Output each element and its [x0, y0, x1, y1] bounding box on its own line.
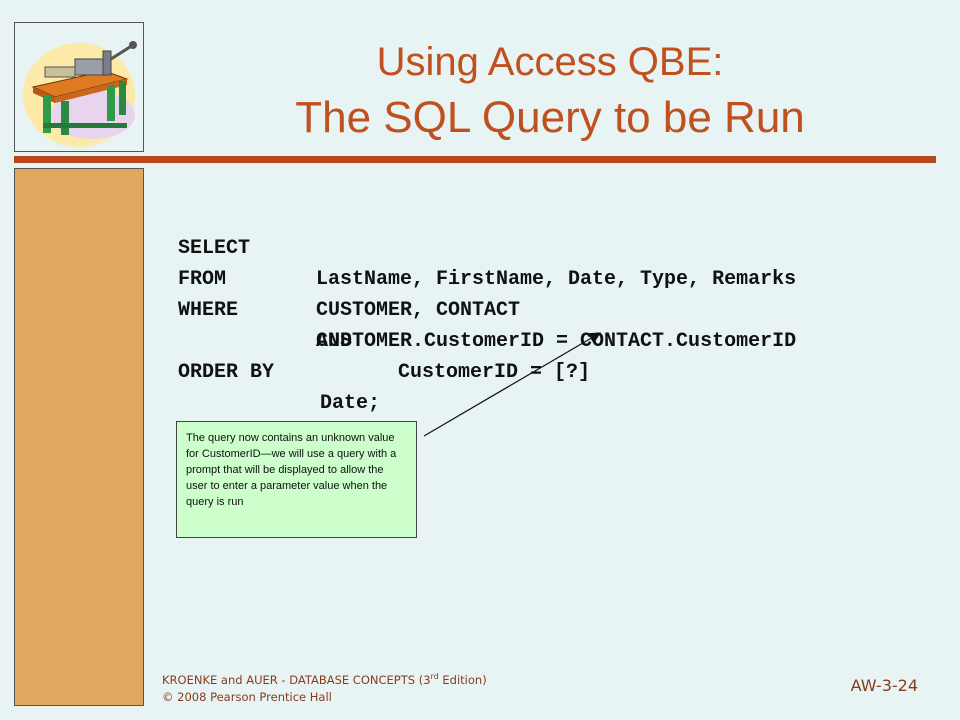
footer-citation: KROENKE and AUER - DATABASE CONCEPTS (3r…: [162, 668, 487, 706]
footer-line2: © 2008 Pearson Prentice Hall: [162, 689, 332, 704]
slide-title-line2: The SQL Query to be Run: [295, 93, 805, 142]
sql-select-columns: LastName, FirstName, Date, Type, Remarks: [316, 268, 797, 291]
sql-where-condition: CUSTOMER.CustomerID = CONTACT.CustomerID: [316, 330, 797, 353]
callout-note: The query now contains an unknown value …: [176, 421, 417, 538]
footer-line1-sup: rd: [430, 672, 439, 681]
logo-box: [14, 22, 144, 152]
sql-and-keyword: AND: [316, 330, 353, 353]
sql-select-line: SELECT LastName, FirstName, Date, Type, …: [178, 202, 796, 291]
sql-where-keyword: WHERE: [178, 299, 239, 322]
footer-line1: KROENKE and AUER - DATABASE CONCEPTS (3r…: [162, 668, 487, 689]
sql-and-line: AND CustomerID = [?]: [178, 295, 590, 384]
sql-where-line: WHERE CUSTOMER.CustomerID = CONTACT.Cust…: [178, 264, 796, 353]
sql-and-condition: CustomerID = [?]: [398, 361, 591, 384]
sql-from-keyword: FROM: [178, 268, 227, 291]
sql-orderby-keyword: ORDER BY: [178, 361, 275, 384]
left-sidebar-bar: [14, 168, 144, 706]
footer-line1-suffix: Edition): [438, 672, 487, 687]
footer-line1-prefix: KROENKE and AUER - DATABASE CONCEPTS (3: [162, 672, 431, 687]
slide-page-id: AW-3-24: [850, 676, 918, 695]
sql-orderby-line: ORDER BY Date;: [178, 326, 380, 415]
title-divider: [14, 156, 936, 163]
sql-orderby-column: Date;: [320, 392, 381, 415]
slide-title-line1: Using Access QBE:: [376, 40, 724, 84]
sql-query-block: SELECT LastName, FirstName, Date, Type, …: [178, 202, 796, 415]
sql-select-keyword: SELECT: [178, 237, 251, 260]
sql-from-line: FROM CUSTOMER, CONTACT: [178, 233, 520, 322]
workbench-vise-icon: [23, 41, 137, 147]
sql-from-tables: CUSTOMER, CONTACT: [316, 299, 521, 322]
